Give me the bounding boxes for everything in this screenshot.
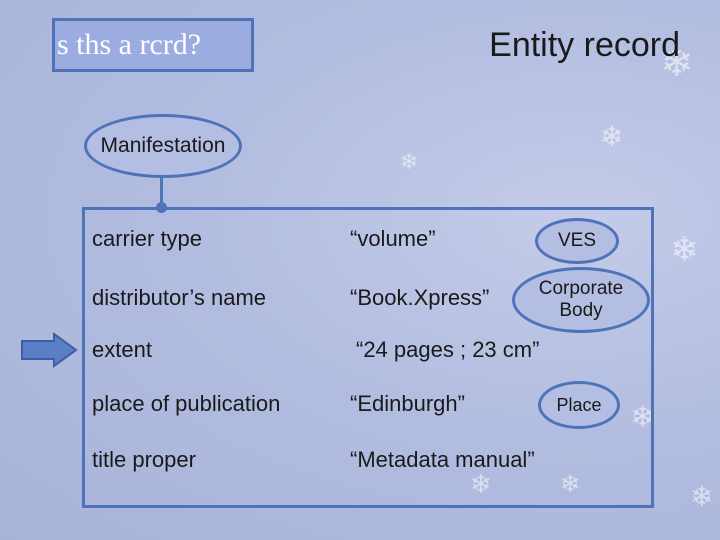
snowflake-decoration: ❄ (670, 230, 699, 270)
record-box (82, 207, 654, 508)
page-title: Entity record (489, 26, 680, 64)
element-label: carrier type (92, 226, 203, 251)
corporate-body-annotation-oval: Corporate Body (512, 267, 650, 333)
element-label: title proper (92, 447, 196, 472)
snowflake-decoration: ❄ (690, 480, 714, 513)
element-label: extent (92, 337, 152, 362)
element-value: “24 pages ; 23 cm” (356, 337, 540, 362)
element-value: “Book.Xpress” (350, 285, 490, 310)
ves-annotation-oval: VES (535, 218, 619, 264)
connector-dot (156, 202, 167, 213)
element-value: “Edinburgh” (350, 391, 465, 416)
right-arrow-icon (21, 332, 78, 368)
element-label: place of publication (92, 391, 281, 416)
arrow-shape (21, 332, 78, 368)
element-value: “volume” (350, 226, 436, 251)
slide-title-box: s ths a rcrd? (52, 18, 254, 72)
snowflake-decoration: ❄ (600, 120, 624, 153)
connector-line (160, 178, 163, 208)
place-annotation-oval: Place (538, 381, 620, 429)
manifestation-entity-oval: Manifestation (84, 114, 242, 178)
snowflake-decoration: ❄ (400, 150, 419, 175)
element-value: “Metadata manual” (350, 447, 535, 472)
element-label: distributor’s name (92, 285, 267, 310)
